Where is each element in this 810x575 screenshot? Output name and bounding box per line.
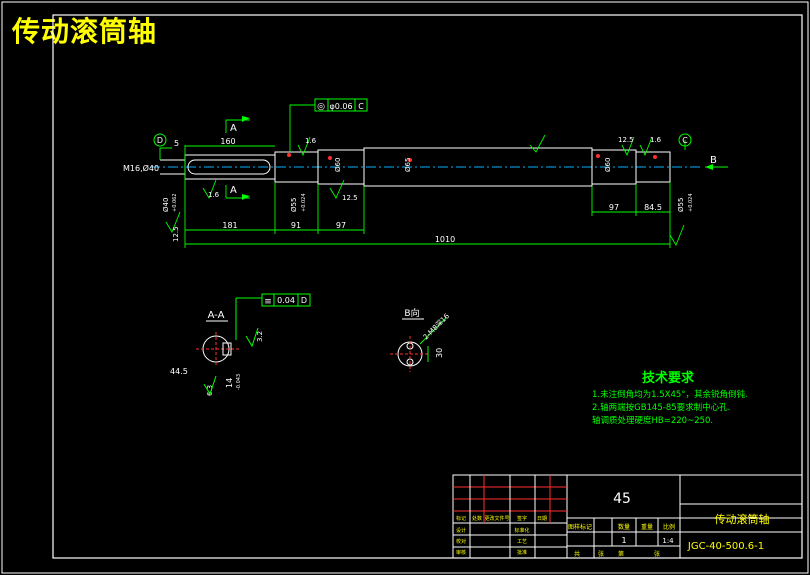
dim-bearing-tol-right: +0.024: [688, 193, 694, 212]
dim-91: 91: [291, 221, 301, 230]
tech-req-heading: 技术要求: [642, 370, 695, 386]
header-cell-3: 重量: [641, 523, 653, 531]
sheet-text-1: 共: [574, 550, 580, 558]
symmetry-value: 0.04: [277, 296, 295, 305]
tech-req-line-3: 轴调质处理硬度HB=220~250.: [592, 415, 713, 426]
dim-shoulder-dia-2: Ø60: [604, 158, 612, 172]
dim-left-end-tol: +0.062: [172, 193, 178, 212]
dim-total-length: 1010: [435, 235, 455, 244]
roughness-12-5-c: 12.5: [172, 226, 180, 242]
shaft-bearing-right: [635, 151, 671, 183]
datum-markers: [153, 133, 692, 147]
roughness-6-3: 6.3: [206, 385, 214, 396]
marker-dot: [328, 156, 332, 160]
dimension-lines: [159, 104, 728, 248]
red-markers: [287, 153, 657, 162]
drawing-title: 传动滚筒轴: [12, 15, 158, 48]
sheet-text-3: 第: [618, 550, 624, 558]
scale-value: 1:4: [662, 537, 674, 545]
inner-border: [52, 14, 803, 559]
sign-label-6: 批准: [517, 549, 527, 556]
marker-dot: [408, 158, 412, 162]
dim-bearing-dia-left: Ø55: [290, 198, 298, 212]
symmetry-datum: D: [301, 296, 307, 305]
section-aa-label: A-A: [208, 310, 225, 321]
datum-c-circle: [678, 133, 692, 147]
section-aa-dim-44-5: 44.5: [170, 367, 188, 376]
sign-label-1: 设计: [456, 527, 466, 534]
symmetry-frame: [261, 293, 311, 307]
section-aa-roughness: 3.2: [256, 331, 264, 342]
sign-label-3: 审核: [456, 549, 466, 556]
dim-left-end-dia: Ø40: [162, 198, 170, 212]
sign-label-2: 校对: [456, 538, 466, 545]
marker-dot: [287, 153, 291, 157]
dim-84-5: 84.5: [644, 203, 662, 212]
header-cell-2: 数量: [618, 523, 630, 531]
roughness-1-6-c: 1.6: [650, 136, 662, 144]
tech-req-line-1: 1.未注倒角均为1.5X45°，其余锐角倒钝.: [592, 389, 748, 400]
symmetry-symbol: ≡: [264, 297, 272, 307]
coaxiality-value: φ0.06: [329, 102, 352, 111]
dim-shoulder-dia-1: Ø60: [334, 158, 342, 172]
view-b-label: B向: [404, 307, 419, 319]
coaxiality-symbol: ◎: [317, 102, 325, 112]
dimension-texts: 160 5 M16,Ø40 181 91 97 1010 97 84.5 Ø65…: [123, 136, 694, 244]
left-label-5: 日期: [537, 516, 547, 522]
view-b-holes: 2-M8深16: [421, 311, 451, 341]
roughness-12-5-b: 12.5: [618, 136, 634, 144]
tech-requirements: 技术要求 1.未注倒角均为1.5X45°，其余锐角倒钝. 2.轴两端按GB145…: [592, 370, 748, 426]
title-block-text: 45 传动滚筒轴 JGC-40-500.6-1 1:4 1 图样标记 数量 重量…: [456, 491, 770, 558]
section-a-top-label: A: [230, 123, 237, 134]
dim-bearing-dia-right: Ø55: [677, 198, 685, 212]
coaxiality-datum: C: [358, 102, 364, 111]
section-aa-view: A-A ≡ 0.04 D 44.5 14 -0.043 3.2 6.3: [170, 293, 311, 396]
left-label-2: 处数: [472, 515, 482, 522]
dim-body-dia: Ø65: [404, 158, 412, 172]
sign-label-4: 工艺: [517, 539, 527, 545]
view-b-dim-30: 30: [435, 348, 444, 358]
datum-c-label: C: [682, 136, 688, 145]
left-label-4: 签字: [517, 515, 527, 522]
section-aa-dim-14: 14: [225, 378, 234, 388]
material-value: 45: [613, 491, 631, 507]
left-label-3: 更改文件号: [484, 515, 509, 522]
view-b-arrow-label: B: [710, 155, 717, 166]
sheet-text-4: 张: [654, 550, 660, 558]
section-aa-dim-14-tol: -0.043: [236, 374, 242, 390]
marker-dot: [653, 155, 657, 159]
dim-97-left: 97: [336, 221, 346, 230]
header-cell-4: 比例: [663, 523, 675, 531]
drawing-number-value: JGC-40-500.6-1: [687, 541, 764, 552]
roughness-1-6-b: 1.6: [208, 191, 220, 199]
section-a-bottom-label: A: [230, 185, 237, 196]
tech-req-line-2: 2.轴两端按GB145-85要求制中心孔.: [592, 402, 730, 413]
left-label-1: 标记: [456, 515, 466, 522]
part-name-value: 传动滚筒轴: [715, 512, 770, 526]
title-block: [452, 474, 803, 559]
dim-bearing-tol-left: +0.024: [301, 193, 307, 212]
dim-thread: M16,Ø40: [123, 163, 159, 173]
coaxiality-frame: ◎ φ0.06 C: [314, 98, 368, 112]
datum-d-label: D: [157, 136, 163, 145]
header-cell-1: 图样标记: [568, 523, 592, 531]
dim-keyway-length: 160: [220, 137, 235, 146]
quantity-value: 1: [621, 536, 626, 545]
sheet-text-2: 张: [598, 550, 604, 558]
roughness-1-6-a: 1.6: [305, 137, 317, 145]
sign-label-5: 标准化: [514, 527, 529, 534]
shaft-main-view: [150, 147, 700, 187]
dim-small-5: 5: [174, 139, 179, 148]
arrowheads: [242, 116, 713, 200]
dim-97-right: 97: [609, 203, 619, 212]
view-b: B向 2-M8深16 30: [390, 307, 451, 372]
keyway: [187, 159, 271, 175]
roughness-12-5-a: 12.5: [342, 194, 358, 202]
marker-dot: [596, 154, 600, 158]
dim-181: 181: [222, 221, 237, 230]
datum-d-circle: [153, 133, 167, 147]
